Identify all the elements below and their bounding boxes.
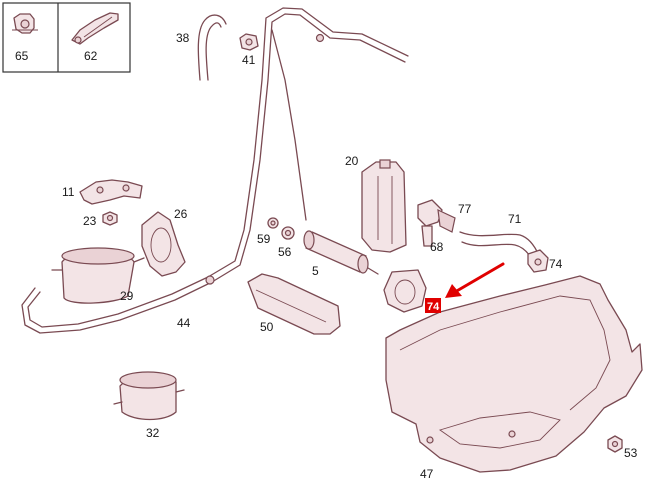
nut-23 xyxy=(102,211,118,226)
connector-68-77 xyxy=(417,199,456,247)
clamp-26 xyxy=(141,211,186,277)
label-53: 53 xyxy=(624,446,638,460)
fuel-line-44 xyxy=(21,7,409,334)
label-44: 44 xyxy=(177,316,191,330)
cover-50 xyxy=(247,273,341,335)
label-77: 77 xyxy=(458,202,472,216)
label-56: 56 xyxy=(278,245,292,259)
highlight-arrow xyxy=(445,262,505,298)
clip-74 xyxy=(527,249,549,273)
label-5: 5 xyxy=(312,264,319,278)
label-11: 11 xyxy=(62,185,75,199)
inset-box: 65 62 xyxy=(2,2,131,73)
bracket-11 xyxy=(79,179,143,205)
fuel-filter-29 xyxy=(51,247,145,304)
nut-53 xyxy=(607,435,623,453)
clip-65-icon xyxy=(12,13,38,34)
label-32: 32 xyxy=(146,426,160,440)
label-71: 71 xyxy=(508,212,522,226)
clamp-62-icon xyxy=(71,12,119,45)
label-65: 65 xyxy=(15,49,29,63)
housing-20 xyxy=(361,159,407,253)
label-59: 59 xyxy=(257,232,271,246)
clip-41 xyxy=(239,33,259,51)
flange xyxy=(383,269,427,313)
label-62: 62 xyxy=(84,49,98,63)
part-labels: 38 41 20 11 23 26 77 71 59 56 68 74 5 29… xyxy=(62,31,638,481)
label-23: 23 xyxy=(83,214,97,228)
label-68: 68 xyxy=(430,240,444,254)
label-50: 50 xyxy=(260,320,274,334)
label-26: 26 xyxy=(174,207,188,221)
washer-59 xyxy=(267,217,279,229)
highlight-label-74: 74 xyxy=(427,301,440,313)
hose-38 xyxy=(197,14,227,81)
highlight-label-box: 74 xyxy=(425,298,441,313)
gear-56 xyxy=(281,226,295,240)
fuel-pump-5 xyxy=(303,230,379,275)
label-38: 38 xyxy=(176,31,190,45)
canister-32 xyxy=(113,371,185,421)
tank-shell-47 xyxy=(385,275,643,473)
label-47: 47 xyxy=(420,467,434,481)
label-20: 20 xyxy=(345,154,359,168)
label-74: 74 xyxy=(549,257,563,271)
label-41: 41 xyxy=(242,53,256,67)
label-29: 29 xyxy=(120,289,134,303)
